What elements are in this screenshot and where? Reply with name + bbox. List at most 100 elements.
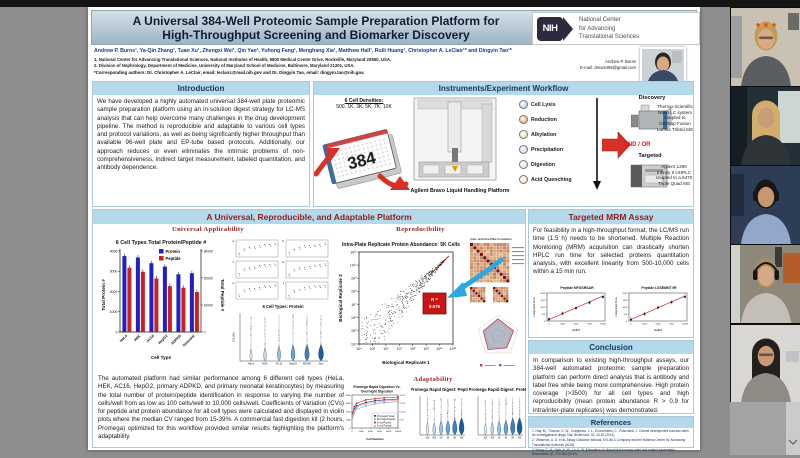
sidebar-empty-area bbox=[730, 402, 786, 455]
svg-text:20000: 20000 bbox=[204, 276, 213, 280]
acid-quenching-icon bbox=[519, 175, 528, 184]
svg-text:Biological Replicate 2: Biological Replicate 2 bbox=[338, 274, 343, 322]
author-list: Andrew P. Burns¹, Ya-Qin Zhang¹, Tuan Xu… bbox=[94, 48, 512, 54]
svg-text:500: 500 bbox=[624, 314, 628, 316]
bravo-caption: Agilent Bravo Liquid Handling Platform bbox=[410, 188, 510, 194]
svg-text:10¹⁰: 10¹⁰ bbox=[436, 347, 443, 351]
svg-text:0: 0 bbox=[399, 428, 401, 430]
promega-line-chart: Promega Rapid Digestion Vs.Overnight Dig… bbox=[346, 385, 406, 441]
svg-text:1000: 1000 bbox=[110, 310, 118, 314]
replicate-scatter-plot: Intra-Plate Replicate Protein Abundance:… bbox=[338, 242, 460, 365]
svg-text:5000: 5000 bbox=[574, 323, 580, 325]
svg-text:100: 100 bbox=[425, 438, 430, 440]
svg-text:10K: 10K bbox=[460, 438, 465, 440]
svg-text:2000: 2000 bbox=[623, 293, 628, 295]
references-section: References 1. Hay, M., Thomas, D. W., Cr… bbox=[528, 416, 694, 456]
svg-text:0: 0 bbox=[548, 323, 550, 325]
svg-text:10K: 10K bbox=[518, 438, 523, 440]
svg-text:30000: 30000 bbox=[204, 249, 213, 253]
platform-body: The automated platform had similar perfo… bbox=[98, 375, 344, 440]
participant-video-5[interactable] bbox=[731, 325, 800, 403]
svg-text:5000: 5000 bbox=[656, 323, 662, 325]
svg-text:Neonatal: Neonatal bbox=[182, 334, 196, 348]
svg-text:Cell Number: Cell Number bbox=[366, 437, 385, 441]
svg-text:10000: 10000 bbox=[600, 323, 607, 325]
svg-text:e: e bbox=[233, 282, 235, 285]
participant-video-1[interactable] bbox=[731, 8, 800, 86]
workflow-step: Digestion bbox=[519, 157, 594, 172]
introduction-section: Introduction We have developed a highly … bbox=[92, 81, 310, 207]
svg-text:10¹¹: 10¹¹ bbox=[450, 347, 457, 351]
svg-text:Peptide LSSEMNTVR: Peptide LSSEMNTVR bbox=[641, 286, 677, 290]
participant-video-2[interactable] bbox=[731, 87, 800, 165]
svg-text:f: f bbox=[283, 281, 284, 285]
svg-text:10⁴: 10⁴ bbox=[356, 347, 362, 351]
svg-text:Promega Rapid Digest: Peptide: Promega Rapid Digest: Peptide bbox=[411, 387, 468, 392]
window-top-bar bbox=[0, 0, 800, 7]
svg-text:Integrated Area: Integrated Area bbox=[532, 297, 536, 317]
nih-chevron-icon bbox=[563, 17, 573, 41]
svg-text:6 Cell Types: Protein: 6 Cell Types: Protein bbox=[262, 304, 304, 309]
svg-text:3K: 3K bbox=[447, 438, 450, 440]
svg-text:1K: 1K bbox=[498, 438, 501, 440]
svg-text:2500: 2500 bbox=[642, 323, 648, 325]
svg-text:8000: 8000 bbox=[386, 431, 392, 433]
svg-text:4000: 4000 bbox=[346, 395, 352, 397]
workflow-right-arrow-icon bbox=[602, 131, 630, 159]
svg-text:Promega Protein: Promega Protein bbox=[377, 415, 396, 418]
svg-text:R =: R = bbox=[431, 297, 438, 302]
svg-text:Biological Replicate 1: Biological Replicate 1 bbox=[382, 360, 430, 365]
conclusion-body: In comparison to existing high-throughpu… bbox=[533, 357, 689, 414]
adaptability-subheader: Adaptability bbox=[413, 376, 453, 383]
workflow-step: Cell Lysis bbox=[519, 97, 594, 112]
affiliation-1: 1. National Center for Advancing Transla… bbox=[94, 57, 392, 62]
chevron-down-icon[interactable] bbox=[788, 438, 798, 446]
participant-video-feed bbox=[731, 8, 800, 86]
svg-text:d: d bbox=[282, 260, 284, 264]
svg-text:4000: 4000 bbox=[368, 431, 374, 433]
svg-text:HepG2: HepG2 bbox=[158, 334, 169, 345]
svg-text:3K: 3K bbox=[505, 438, 508, 440]
introduction-body: We have developed a highly automated uni… bbox=[97, 98, 305, 171]
workflow-down-arrow-icon bbox=[593, 98, 601, 190]
svg-text:1000: 1000 bbox=[346, 420, 352, 422]
svg-text:6000: 6000 bbox=[377, 431, 383, 433]
svg-text:ADPKD: ADPKD bbox=[170, 334, 182, 346]
svg-text:Cell Type: Cell Type bbox=[151, 355, 172, 360]
sidebar-scrollbar[interactable] bbox=[786, 402, 800, 455]
conclusion-header: Conclusion bbox=[529, 341, 693, 354]
introduction-header: Introduction bbox=[93, 82, 309, 95]
nih-logo: NIH bbox=[537, 17, 563, 41]
svg-text:Protein: Protein bbox=[166, 249, 181, 254]
reference-list: 1. Hay, M., Thomas, D. W., Craighead, J.… bbox=[529, 428, 693, 458]
nih-logo-block: NIH National Center for Advancing Transl… bbox=[532, 12, 700, 45]
svg-text:5K: 5K bbox=[453, 438, 456, 440]
svg-text:2000: 2000 bbox=[110, 290, 118, 294]
svg-text:Peptide: Peptide bbox=[166, 256, 182, 261]
svg-text:AC16: AC16 bbox=[276, 363, 283, 366]
svg-text:1K: 1K bbox=[440, 438, 443, 440]
participants-sidebar bbox=[730, 7, 800, 455]
discovery-description: Thermo-Scientific Nano LC system coupled… bbox=[657, 104, 693, 132]
participant-video-4[interactable] bbox=[731, 245, 800, 323]
targeted-ms-graphic bbox=[630, 164, 668, 188]
svg-text:HepG2: HepG2 bbox=[289, 363, 298, 366]
svg-text:Peptide NFGSRSAR: Peptide NFGSRSAR bbox=[560, 286, 594, 290]
targeted-description: Agilent 1290 Infinity II UHPLC coupled t… bbox=[655, 164, 693, 187]
svg-text:c: c bbox=[233, 261, 235, 264]
svg-text:HeLa: HeLa bbox=[119, 333, 129, 343]
bravo-instrument-graphic bbox=[413, 97, 497, 181]
cv-radar-chart bbox=[477, 314, 519, 367]
svg-text:3000: 3000 bbox=[110, 270, 118, 274]
precipitation-icon bbox=[519, 145, 528, 154]
svg-text:30000: 30000 bbox=[399, 395, 406, 397]
workflow-step: Precipitation bbox=[519, 142, 594, 157]
workflow-header: Instruments/Experiment Workflow bbox=[314, 82, 693, 95]
participant-video-3[interactable] bbox=[731, 166, 800, 244]
svg-text:2000: 2000 bbox=[346, 411, 352, 413]
reference-item: 2. Villasenor, A. G. et al. Assay Guidan… bbox=[532, 438, 686, 447]
participant-video-feed bbox=[731, 87, 800, 165]
nih-center-name: National Center for Advancing Translatio… bbox=[579, 17, 640, 40]
